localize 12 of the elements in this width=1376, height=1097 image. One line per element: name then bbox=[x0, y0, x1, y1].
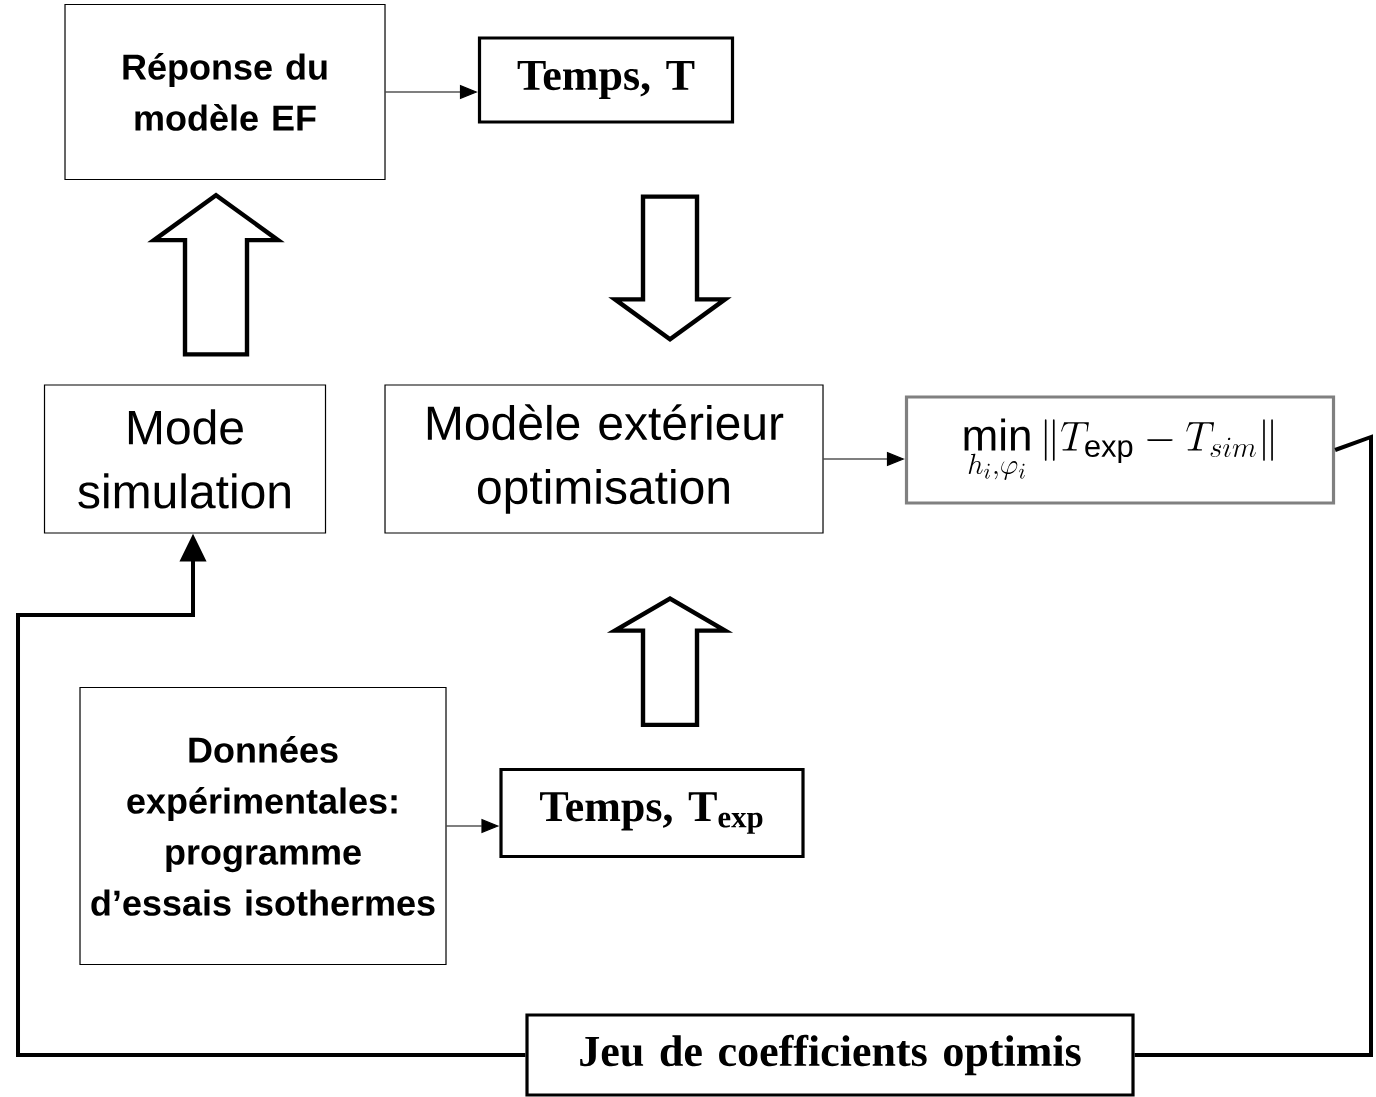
input-box: Temps, T$_{exp}$ bbox=[499, 767, 805, 859]
block-arrow bbox=[606, 596, 734, 728]
formula-box: $\min\limits_{h_i,\varphi_i}\left\| T_{\exp} - T_{sim} \right\|$ bbox=[904, 395, 1336, 505]
block-arrow bbox=[147, 192, 285, 357]
connector-line bbox=[1134, 434, 1373, 1057]
process-box: Réponse du modèle EF bbox=[64, 3, 386, 181]
data-box: Données expérimentales: programme d’essais isothermes bbox=[79, 686, 447, 966]
output-box: Temps, T bbox=[477, 36, 735, 124]
process-box: Mode simulation bbox=[43, 384, 327, 534]
process-box: Modèle extérieur optimisation bbox=[384, 384, 824, 534]
result-box: Jeu de coefficients optimis bbox=[525, 1013, 1135, 1097]
block-arrow bbox=[608, 194, 732, 343]
